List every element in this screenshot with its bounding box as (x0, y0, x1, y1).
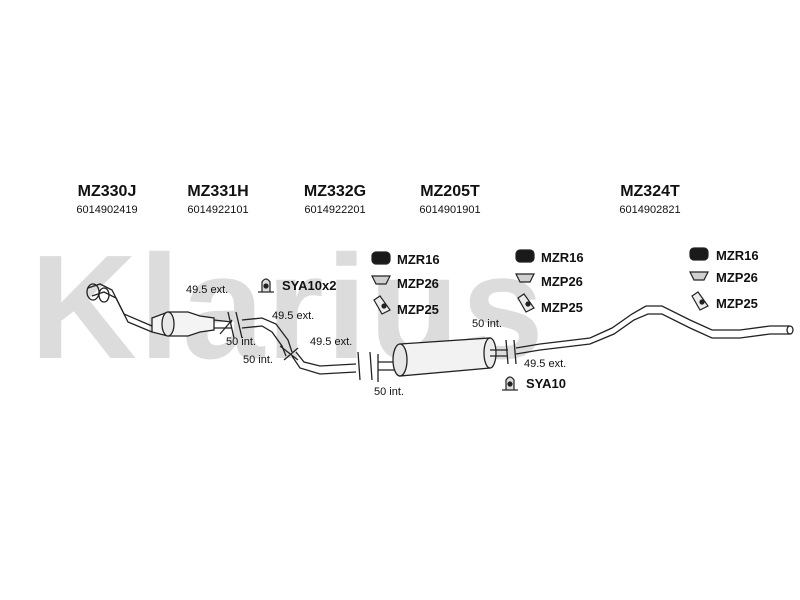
bracket-icon (515, 273, 535, 283)
joint-3-int-label: 50 int. (374, 386, 404, 398)
part-number: 6014922201 (304, 204, 366, 216)
clamp-icon (502, 376, 518, 391)
part-code: MZ331H (187, 183, 249, 200)
part-mz330j: MZ330J 6014902419 (47, 183, 167, 216)
joint-4-ext-label: 49.5 ext. (524, 358, 567, 370)
fittings-icons (258, 247, 709, 391)
joint-2-int-label: 50 int. (243, 354, 273, 366)
group2-mzr16-label: MZR16 (541, 250, 584, 265)
part-code: MZ324T (620, 183, 680, 200)
fitting-sya10x2-label: SYA10x2 (282, 278, 337, 293)
group3-mzp25-label: MZP25 (716, 296, 758, 311)
catalyst-drawing (151, 311, 233, 337)
joint-3-clamp (357, 351, 379, 382)
part-number: 6014901901 (419, 204, 481, 216)
joint-1-clamp (219, 311, 243, 339)
part-number: 6014922101 (187, 204, 249, 216)
part-mz331h: MZ331H 6014922101 (158, 183, 278, 216)
part-code: MZ330J (77, 183, 137, 200)
joint-2-ext-label: 49.5 ext. (272, 310, 315, 322)
rear-pipe-drawing (515, 305, 794, 355)
mid-pipe-drawing (291, 351, 357, 375)
part-number: 6014902821 (619, 204, 681, 216)
group3-mzr16-label: MZR16 (716, 248, 759, 263)
group2-mzp26-label: MZP26 (541, 274, 583, 289)
exhaust-hanger-icon (517, 293, 535, 313)
joint-1-ext-label: 49.5 ext. (186, 284, 229, 296)
clamp-icon (258, 278, 274, 293)
part-mz205t: MZ205T 6014901901 (390, 183, 510, 216)
joint-3-ext-label: 49.5 ext. (310, 336, 353, 348)
group1-mzp26-label: MZP26 (397, 276, 439, 291)
part-mz324t: MZ324T 6014902821 (590, 183, 710, 216)
exhaust-system (86, 283, 794, 382)
middle-silencer-drawing (378, 337, 508, 377)
part-code: MZ205T (420, 183, 480, 200)
rubber-mount-icon (371, 251, 391, 265)
group2-mzp25-label: MZP25 (541, 300, 583, 315)
part-code: MZ332G (303, 183, 367, 200)
group1-mzr16-label: MZR16 (397, 252, 440, 267)
front-pipe-drawing (86, 283, 153, 333)
joint-2-clamp (279, 345, 299, 361)
joint-4-int-label: 50 int. (472, 318, 502, 330)
rubber-mount-icon (689, 247, 709, 261)
group1-mzp25-label: MZP25 (397, 302, 439, 317)
exhaust-hanger-icon (691, 291, 709, 311)
joint-4-clamp (505, 339, 517, 365)
part-mz332g: MZ332G 6014922201 (275, 183, 395, 216)
part-number: 6014902419 (76, 204, 138, 216)
fitting-sya10-label: SYA10 (526, 376, 566, 391)
exhaust-hanger-icon (373, 295, 391, 315)
bracket-icon (689, 271, 709, 281)
rubber-mount-icon (515, 249, 535, 263)
bracket-icon (371, 275, 391, 285)
group3-mzp26-label: MZP26 (716, 270, 758, 285)
joint-1-int-label: 50 int. (226, 336, 256, 348)
